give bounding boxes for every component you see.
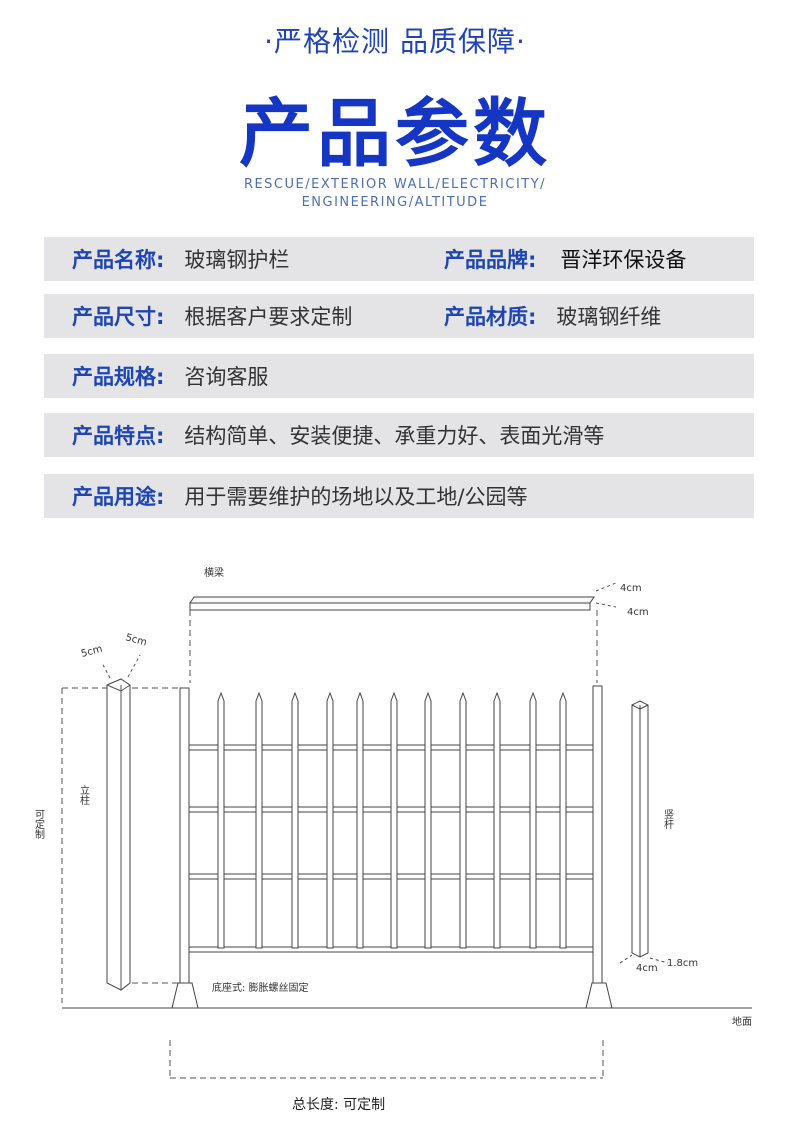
param-row-usage: 产品用途: 用于需要维护的场地以及工地/公园等	[44, 474, 754, 518]
param-row-name-brand: 产品名称: 玻璃钢护栏 产品品牌: 晋洋环保设备	[44, 237, 754, 281]
picket-11	[559, 691, 567, 949]
picket-5	[356, 691, 364, 949]
picket-6	[390, 691, 398, 949]
picket-9	[493, 691, 501, 949]
subtitle-line-2: ENGINEERING/ALTITUDE	[301, 195, 489, 210]
base-left	[171, 982, 199, 1009]
dim-18cm: 1.8cm	[667, 958, 698, 969]
beam-label: 横梁	[204, 566, 224, 579]
subtitle-line-1: RESCUE/EXTERIOR WALL/ELECTRICITY/	[243, 177, 547, 192]
picket-label: 竖杆	[662, 809, 674, 830]
dim-4cm-c: 4cm	[636, 963, 658, 974]
fence-diagram: 横梁 4cm 4cm 5cm 5cm 底座式: 膨胀螺丝固定 1.8cm 4cm…	[33, 566, 752, 1113]
base-right	[585, 982, 613, 1009]
picket-8	[459, 691, 467, 949]
dim-4cm-a: 4cm	[620, 583, 642, 594]
picket-4	[326, 691, 334, 949]
brand-label: 产品品牌:	[444, 248, 537, 272]
left-post	[106, 678, 131, 991]
picket-1	[217, 691, 225, 949]
dim-4cm-b: 4cm	[627, 607, 649, 618]
subtitle: RESCUE/EXTERIOR WALL/ELECTRICITY/ ENGINE…	[0, 176, 790, 212]
total-length-label: 总长度: 可定制	[292, 1097, 385, 1113]
feature-label: 产品特点:	[72, 424, 165, 448]
picket-7	[424, 691, 432, 949]
feature-value: 结构简单、安装便捷、承重力好、表面光滑等	[184, 424, 605, 448]
brand-value: 晋洋环保设备	[560, 248, 687, 272]
size-value: 根据客户要求定制	[184, 305, 353, 329]
tagline: ·严格检测 品质保障·	[264, 25, 526, 58]
name-value: 玻璃钢护栏	[184, 248, 290, 272]
ground-label: 地面	[732, 1015, 752, 1028]
size-label: 产品尺寸:	[72, 305, 165, 329]
dim-5cm-a: 5cm	[80, 644, 104, 660]
param-row-spec: 产品规格: 咨询客服	[44, 354, 754, 398]
material-value: 玻璃钢纤维	[556, 305, 662, 329]
param-row-size-material: 产品尺寸: 根据客户要求定制 产品材质: 玻璃钢纤维	[44, 294, 754, 338]
spec-label: 产品规格:	[72, 365, 165, 389]
spec-value: 咨询客服	[184, 365, 269, 389]
base-label: 底座式: 膨胀螺丝固定	[212, 981, 309, 994]
picket-2	[255, 691, 263, 949]
name-label: 产品名称:	[72, 248, 165, 272]
usage-value: 用于需要维护的场地以及工地/公园等	[184, 485, 528, 509]
main-post-right	[592, 685, 603, 984]
param-row-feature: 产品特点: 结构简单、安装便捷、承重力好、表面光滑等	[44, 413, 754, 457]
material-label: 产品材质:	[444, 305, 537, 329]
dim-5cm-b: 5cm	[124, 632, 148, 648]
height-label: 可定制	[33, 809, 45, 839]
top-rail	[189, 596, 595, 604]
picket-3	[291, 691, 299, 949]
usage-label: 产品用途:	[72, 485, 165, 509]
post-label: 立柱	[78, 784, 90, 806]
main-post-left	[179, 687, 190, 984]
page-title: 产品参数	[239, 91, 551, 177]
picket-10	[529, 691, 537, 949]
